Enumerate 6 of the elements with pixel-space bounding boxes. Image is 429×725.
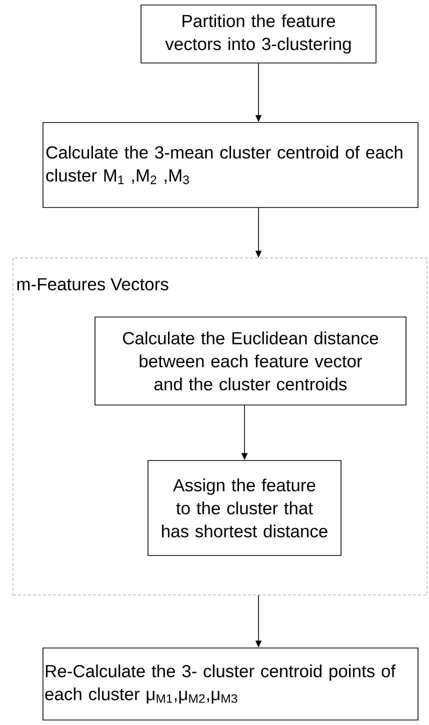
process-box: Re-Calculate the 3- cluster centroid points of each cluster μ$_{M1}$,μ$_{M2}$,μ$_{M3}$ (42, 648, 418, 720)
process-box: Calculate the 3-mean cluster centroid of each cluster M$_{1}$ ,M$_{2}$ ,M$_{3}$ (42, 122, 418, 208)
process-box: Calculate the Euclidean distance between each feature vector and the cluster centroids (94, 316, 406, 406)
process-box: Partition the feature vectors into 3-clustering (140, 4, 376, 64)
group-heading: m-Features Vectors (17, 278, 168, 290)
process-box: Assign the feature to the cluster that has shortest distance (148, 460, 342, 556)
